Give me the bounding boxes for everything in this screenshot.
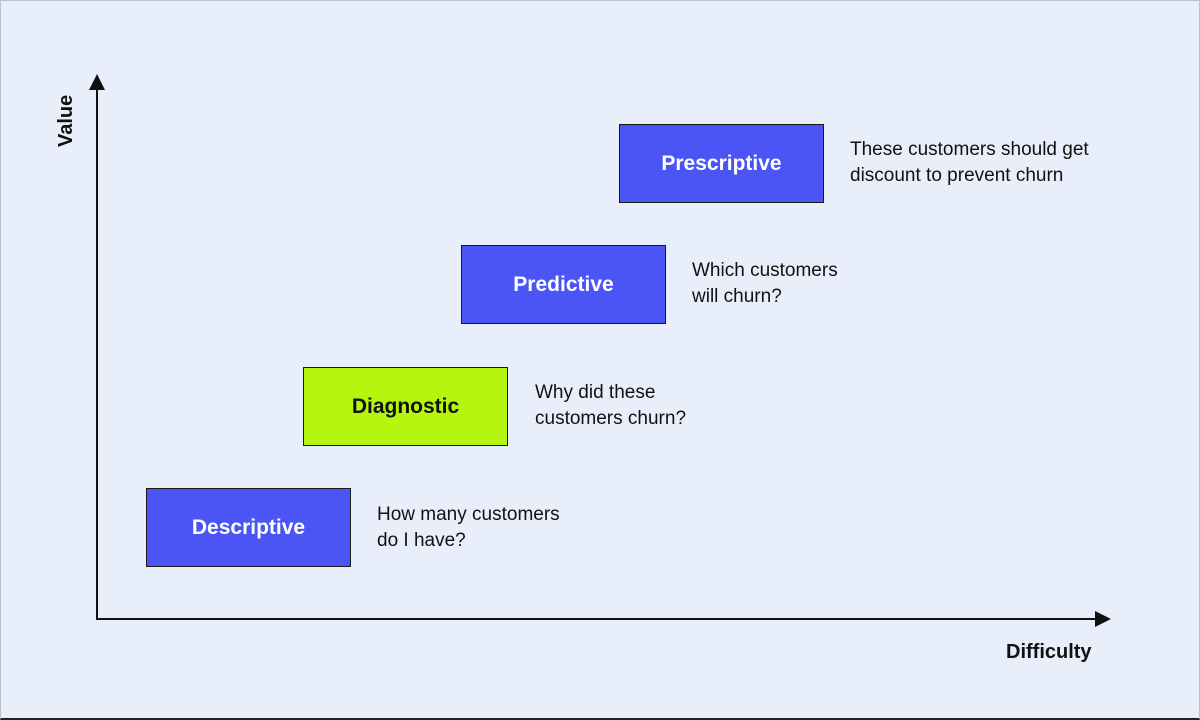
- question-line: discount to prevent churn: [850, 163, 1089, 189]
- stage-question-prescriptive: These customers should get discount to p…: [850, 137, 1089, 189]
- y-axis-arrow-icon: [89, 74, 105, 90]
- stage-box-prescriptive: Prescriptive: [619, 124, 824, 203]
- question-line: do I have?: [377, 528, 560, 554]
- question-line: These customers should get: [850, 137, 1089, 163]
- x-axis-arrow-icon: [1095, 611, 1111, 627]
- stage-question-predictive: Which customers will churn?: [692, 258, 838, 310]
- x-axis-label: Difficulty: [1006, 641, 1092, 664]
- y-axis-label: Value: [51, 103, 81, 147]
- question-line: customers churn?: [535, 406, 686, 432]
- stage-question-descriptive: How many customers do I have?: [377, 502, 560, 554]
- question-line: How many customers: [377, 502, 560, 528]
- question-line: Which customers: [692, 258, 838, 284]
- stage-question-diagnostic: Why did these customers churn?: [535, 380, 686, 432]
- stage-box-diagnostic: Diagnostic: [303, 367, 508, 446]
- question-line: Why did these: [535, 380, 686, 406]
- stage-box-predictive: Predictive: [461, 245, 666, 324]
- question-line: will churn?: [692, 284, 838, 310]
- stage-box-descriptive: Descriptive: [146, 488, 351, 567]
